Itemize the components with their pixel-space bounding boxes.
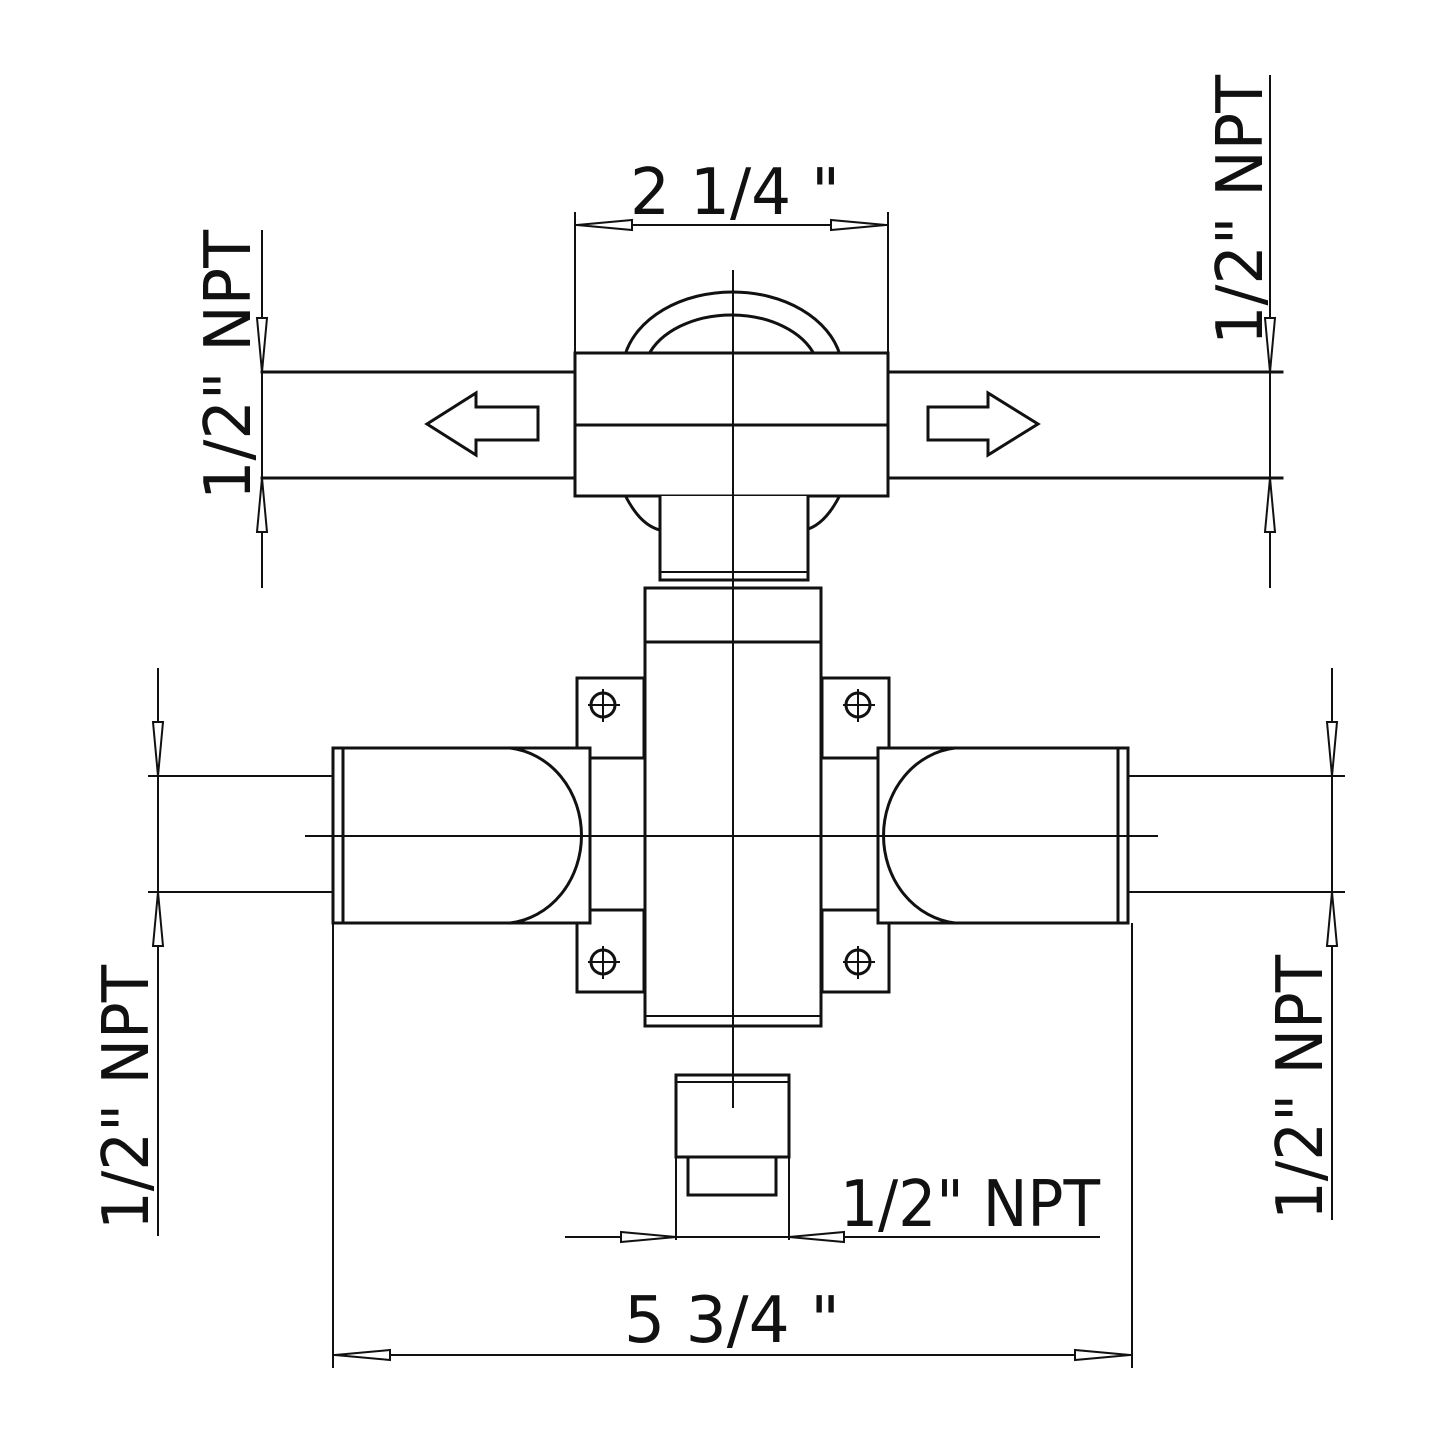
dimension-overall-width	[332, 923, 1133, 1368]
right-top-outlet-label: 1/2" NPT	[1204, 74, 1278, 345]
top-width-label: 2 1/4 "	[630, 156, 840, 230]
screw-hole-icon	[588, 689, 620, 722]
flow-arrow-right-icon	[926, 390, 1041, 458]
dimension-right-top-npt	[1263, 75, 1277, 588]
left-top-outlet-label: 1/2" NPT	[192, 229, 266, 500]
dimension-left-top-npt	[255, 230, 269, 588]
screw-hole-icon	[843, 946, 875, 979]
flow-arrow-left-icon	[424, 390, 540, 458]
right-inlet-label: 1/2" NPT	[1264, 954, 1338, 1220]
bottom-port-label: 1/2" NPT	[840, 1168, 1101, 1242]
lower-valve-body	[331, 586, 1130, 1028]
dimension-right-inlet-npt	[1128, 668, 1345, 1220]
screw-hole-icon	[588, 946, 620, 979]
dimension-bottom-npt	[565, 1230, 1100, 1244]
upper-diverter-body	[573, 290, 890, 582]
center-lines	[305, 270, 1158, 1108]
screw-hole-icon	[843, 689, 875, 722]
dimension-left-inlet-npt	[148, 668, 333, 1236]
left-inlet-label: 1/2" NPT	[90, 964, 164, 1230]
upper-outlet-pipes	[260, 370, 1284, 480]
overall-width-label: 5 3/4 "	[624, 1284, 840, 1358]
dimension-top-width	[574, 212, 889, 353]
